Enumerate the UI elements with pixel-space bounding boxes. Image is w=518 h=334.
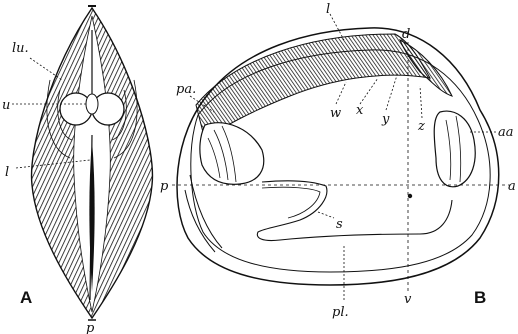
label-a-p: p [86,321,95,334]
leader-a-lu [30,58,62,80]
label-a-l: l [5,165,9,180]
figure-a-dorsal-view: lu. u l p A [2,6,152,334]
label-b-w: w [330,106,341,121]
label-b-s: s [336,217,343,232]
panel-label-b: B [474,288,486,307]
label-b-pa: pa. [176,82,196,97]
label-b-aa: aa [498,125,514,140]
figure-b-interior-view: l d pa. aa w x y z p a s pl. v B [160,2,516,320]
label-b-l: l [326,2,330,17]
label-b-a: a [508,179,516,194]
label-b-z: z [417,119,425,134]
label-b-d: d [402,27,410,42]
panel-label-a: A [20,288,32,307]
shell-b-marker-dot [408,194,412,198]
label-b-pl: pl. [332,305,349,320]
label-b-p: p [160,179,169,194]
label-a-lu: lu. [12,41,29,56]
label-b-v: v [404,292,412,307]
label-b-x: x [356,103,364,118]
label-b-y: y [381,112,390,127]
label-a-u: u [2,98,10,113]
shell-a-umbo [86,94,98,114]
